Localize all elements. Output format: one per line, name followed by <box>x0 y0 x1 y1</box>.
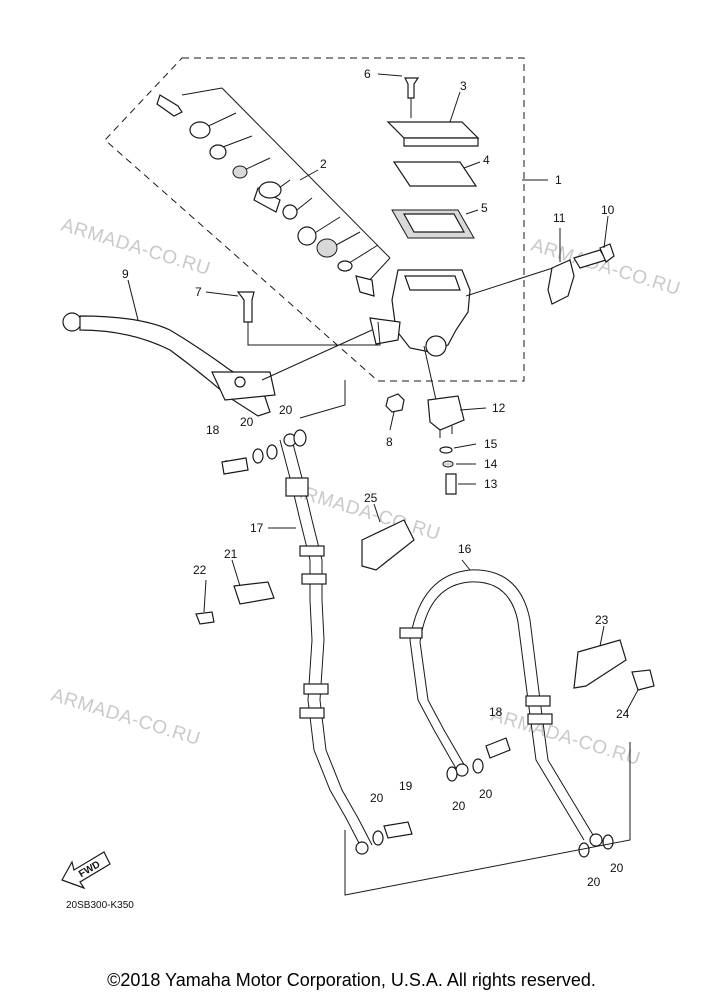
callout-24: 24 <box>616 707 630 721</box>
brake-hose-16 <box>399 569 603 847</box>
callout-8: 8 <box>386 435 393 449</box>
bracket-25 <box>361 519 415 571</box>
callout-11: 11 <box>553 211 566 225</box>
washer-15 <box>439 446 453 454</box>
callout-19: 19 <box>399 779 413 793</box>
copyright-notice: ©2018 Yamaha Motor Corporation, U.S.A. A… <box>107 970 596 990</box>
reservoir-parts <box>386 77 480 239</box>
diagram-code: 20SB300-K350 <box>66 900 134 911</box>
callout-1: 1 <box>555 173 562 187</box>
callout-15: 15 <box>484 437 498 451</box>
bolt-18-upper <box>221 457 249 475</box>
callout-3: 3 <box>460 79 467 93</box>
callout-7: 7 <box>195 285 202 299</box>
callout-2: 2 <box>320 157 327 171</box>
switch-12 <box>427 395 465 431</box>
washer-14 <box>442 460 454 468</box>
callout-20-f: 20 <box>587 875 601 889</box>
callout-16: 16 <box>458 542 472 556</box>
assembly-boundary <box>104 57 525 382</box>
holder-21 <box>233 581 275 605</box>
leader-lines <box>127 73 639 713</box>
callout-17: 17 <box>250 521 264 535</box>
callout-18-upper: 18 <box>206 423 220 437</box>
watermark-4: ARMADA-CO.RU <box>49 685 203 750</box>
callout-22: 22 <box>193 563 207 577</box>
watermark-3: ARMADA-CO.RU <box>289 480 443 545</box>
piston-kit-group <box>156 87 391 297</box>
washers-20 <box>252 429 614 858</box>
callout-20-b: 20 <box>279 403 293 417</box>
screw-6 <box>404 77 420 99</box>
callout-20-e: 20 <box>479 787 493 801</box>
bolt-18-lower <box>485 737 511 759</box>
callout-20-c: 20 <box>370 791 384 805</box>
cap-3 <box>386 121 480 139</box>
callout-6: 6 <box>364 67 371 81</box>
fwd-arrow-icon: FWD <box>61 851 111 890</box>
callout-20-d: 20 <box>452 799 466 813</box>
fwd-label: FWD <box>77 859 102 880</box>
master-cylinder-body <box>369 264 563 401</box>
callout-9: 9 <box>122 267 129 281</box>
clip-24 <box>631 669 655 691</box>
clamp-11 <box>547 259 575 305</box>
brake-hose-17 <box>279 433 373 855</box>
callout-25: 25 <box>364 491 378 505</box>
nut-8 <box>385 393 405 413</box>
callouts: 1 2 3 4 5 6 7 8 9 10 11 12 13 14 15 16 1… <box>122 67 630 889</box>
callout-21: 21 <box>224 547 238 561</box>
callout-18-lower: 18 <box>489 705 503 719</box>
bolt-7 <box>236 291 255 323</box>
plate-4 <box>392 161 478 187</box>
callout-4: 4 <box>483 153 490 167</box>
callout-20-a: 20 <box>240 415 254 429</box>
callout-5: 5 <box>481 201 488 215</box>
bolt-19 <box>383 821 413 839</box>
bracket-23 <box>573 639 627 689</box>
callout-10: 10 <box>601 203 615 217</box>
callout-12: 12 <box>492 401 506 415</box>
callout-14: 14 <box>484 457 498 471</box>
bolt-22 <box>195 611 215 625</box>
watermark-1: ARMADA-CO.RU <box>59 215 213 280</box>
lever-9 <box>62 312 373 419</box>
screw-13 <box>445 473 457 495</box>
callout-23: 23 <box>595 613 609 627</box>
callout-20-g: 20 <box>610 861 624 875</box>
callout-13: 13 <box>484 477 498 491</box>
